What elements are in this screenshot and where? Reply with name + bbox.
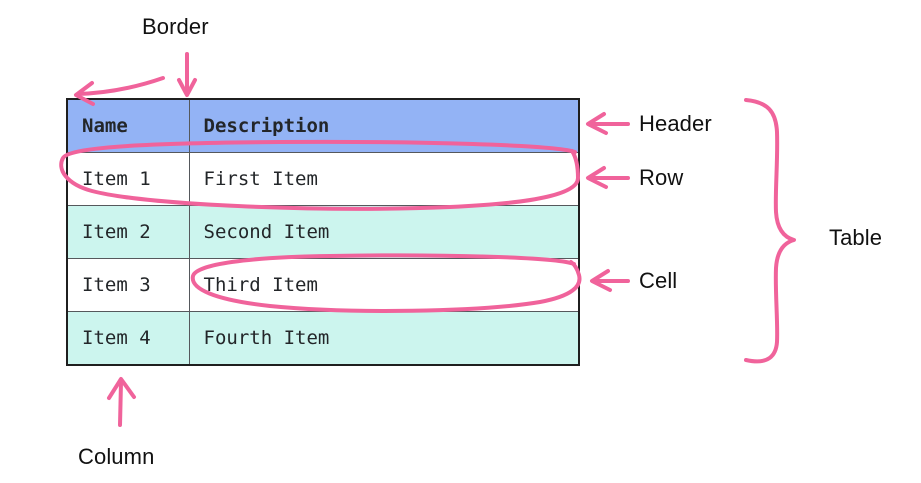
column-header-description: Description: [188, 98, 580, 153]
annotation-label-border: Border: [142, 14, 209, 39]
table-row: Item 1 First Item: [66, 152, 580, 206]
border-arrow-divider-icon: [177, 52, 197, 97]
annotation-label-header: Header: [639, 111, 712, 136]
table-header-row: Name Description: [66, 98, 580, 153]
cell-description: Second Item: [188, 205, 580, 259]
table-row: Item 3 Third Item: [66, 258, 580, 312]
cell-name: Item 3: [66, 258, 190, 312]
column-arrow-icon: [107, 377, 136, 427]
row-arrow-icon: [586, 166, 630, 189]
cell-description: First Item: [188, 152, 580, 206]
cell-description: Third Item: [188, 258, 580, 312]
cell-name: Item 2: [66, 205, 190, 259]
column-header-name: Name: [66, 98, 190, 153]
annotation-label-cell: Cell: [639, 268, 678, 293]
cell-arrow-icon: [590, 269, 630, 292]
header-arrow-icon: [586, 112, 630, 135]
table-brace-icon: [744, 98, 796, 364]
cell-name: Item 4: [66, 311, 190, 366]
annotation-label-column: Column: [78, 444, 155, 469]
cell-description: Fourth Item: [188, 311, 580, 366]
table-row: Item 2 Second Item: [66, 205, 580, 259]
annotation-label-table: Table: [829, 225, 883, 250]
annotation-label-row: Row: [639, 165, 684, 190]
table-container: Name Description Item 1 First Item Item …: [66, 98, 580, 366]
table-row: Item 4 Fourth Item: [66, 311, 580, 366]
table-body: Item 1 First Item Item 2 Second Item Ite…: [66, 152, 580, 366]
demo-table: Name Description Item 1 First Item Item …: [66, 98, 580, 366]
table-header: Name Description: [66, 98, 580, 153]
cell-name: Item 1: [66, 152, 190, 206]
